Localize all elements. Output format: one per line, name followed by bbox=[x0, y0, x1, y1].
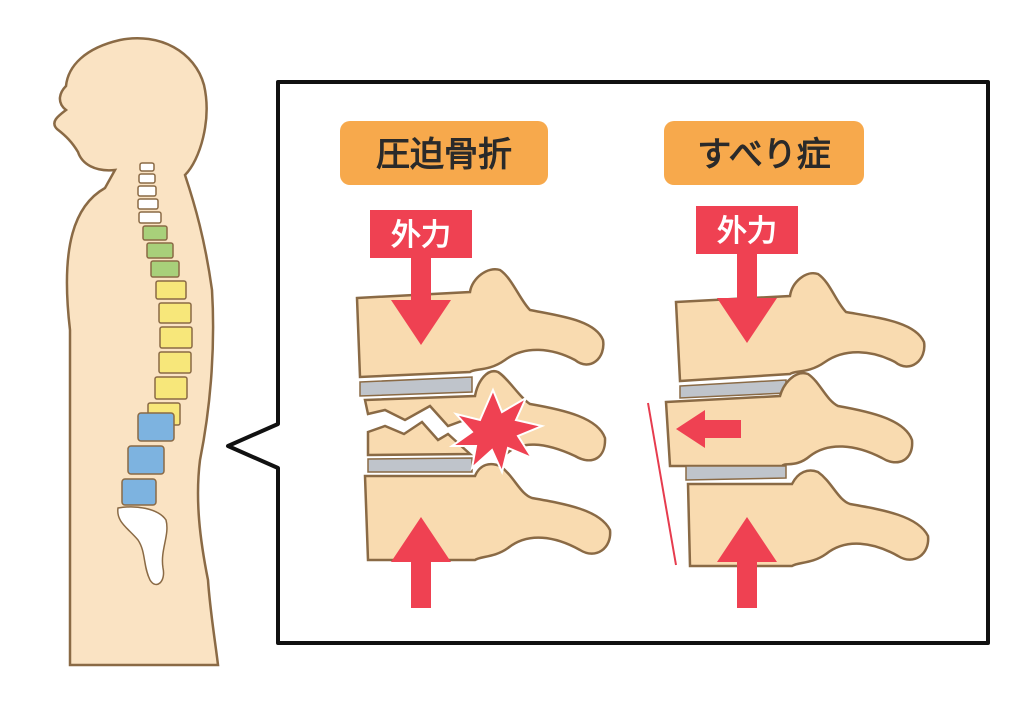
disc-lower bbox=[367, 457, 473, 473]
slipped-vertebra bbox=[664, 371, 914, 468]
disc-upper bbox=[359, 376, 473, 397]
slip-alignment-line bbox=[647, 402, 677, 566]
force-arrow-up bbox=[717, 517, 777, 608]
panel-title: 圧迫骨折 bbox=[376, 135, 512, 175]
panel-title-badge bbox=[664, 121, 864, 185]
sacrum bbox=[117, 506, 168, 586]
lumbar-vertebrae bbox=[121, 412, 175, 506]
human-body-side-view bbox=[53, 37, 220, 667]
force-label: 外力 bbox=[717, 214, 777, 249]
slip-arrow-icon bbox=[676, 410, 741, 448]
force-arrow-up bbox=[391, 517, 451, 608]
panel-title-badge bbox=[340, 121, 548, 185]
panel-compression-fracture: 圧迫骨折 外力 bbox=[340, 121, 612, 608]
panel-spondylolisthesis: すべり症 外力 bbox=[647, 121, 930, 608]
impact-burst-icon bbox=[448, 387, 546, 476]
thoracic-upper-vertebrae bbox=[142, 225, 180, 278]
cervical-vertebrae bbox=[137, 162, 162, 224]
fractured-vertebra-bottom bbox=[366, 420, 474, 457]
body-silhouette bbox=[53, 37, 220, 667]
disc-lower bbox=[685, 465, 787, 481]
force-label: 外力 bbox=[391, 218, 451, 253]
panel-title: すべり症 bbox=[697, 135, 831, 175]
force-arrow-down: 外力 bbox=[370, 210, 472, 345]
spine-column bbox=[117, 162, 193, 586]
force-arrow-down: 外力 bbox=[696, 206, 798, 343]
